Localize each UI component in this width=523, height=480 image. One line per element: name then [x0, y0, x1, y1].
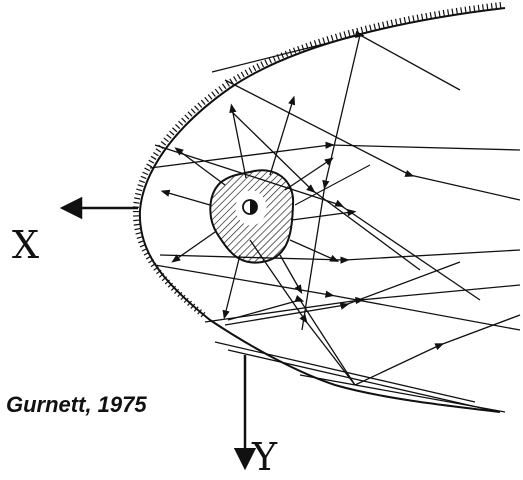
ray-path [224, 79, 521, 201]
radial-ray [291, 208, 357, 221]
ray-path [154, 264, 521, 331]
ray-path [204, 284, 521, 323]
radial-ray [229, 103, 247, 179]
radial-ray [222, 254, 241, 320]
radial-ray [294, 164, 371, 206]
ray-path [211, 30, 461, 91]
radial-ray [269, 95, 296, 176]
tail-line [299, 374, 506, 413]
ray-path [229, 109, 421, 271]
tail-line [227, 349, 491, 411]
bow-shock-boundary [138, 7, 506, 413]
ray-path [149, 141, 521, 169]
earth-night-side [250, 200, 257, 214]
bow-shock-hatching [132, 2, 502, 320]
ray-path [227, 294, 356, 386]
radial-ray [279, 254, 303, 294]
ray-path [159, 249, 521, 264]
ray-path [224, 261, 461, 326]
ray-path [249, 239, 356, 386]
radial-ray [284, 157, 334, 191]
y-axis-label: Y [251, 435, 278, 475]
citation-caption: Gurnett, 1975 [6, 392, 147, 417]
radial-ray [171, 231, 216, 263]
radial-ray [160, 189, 211, 206]
x-axis-label: X [12, 223, 39, 267]
radial-ray [289, 239, 340, 262]
ray-path [354, 314, 521, 386]
ray-path [301, 34, 361, 331]
ray-path [154, 144, 481, 301]
radial-ray [174, 147, 226, 186]
